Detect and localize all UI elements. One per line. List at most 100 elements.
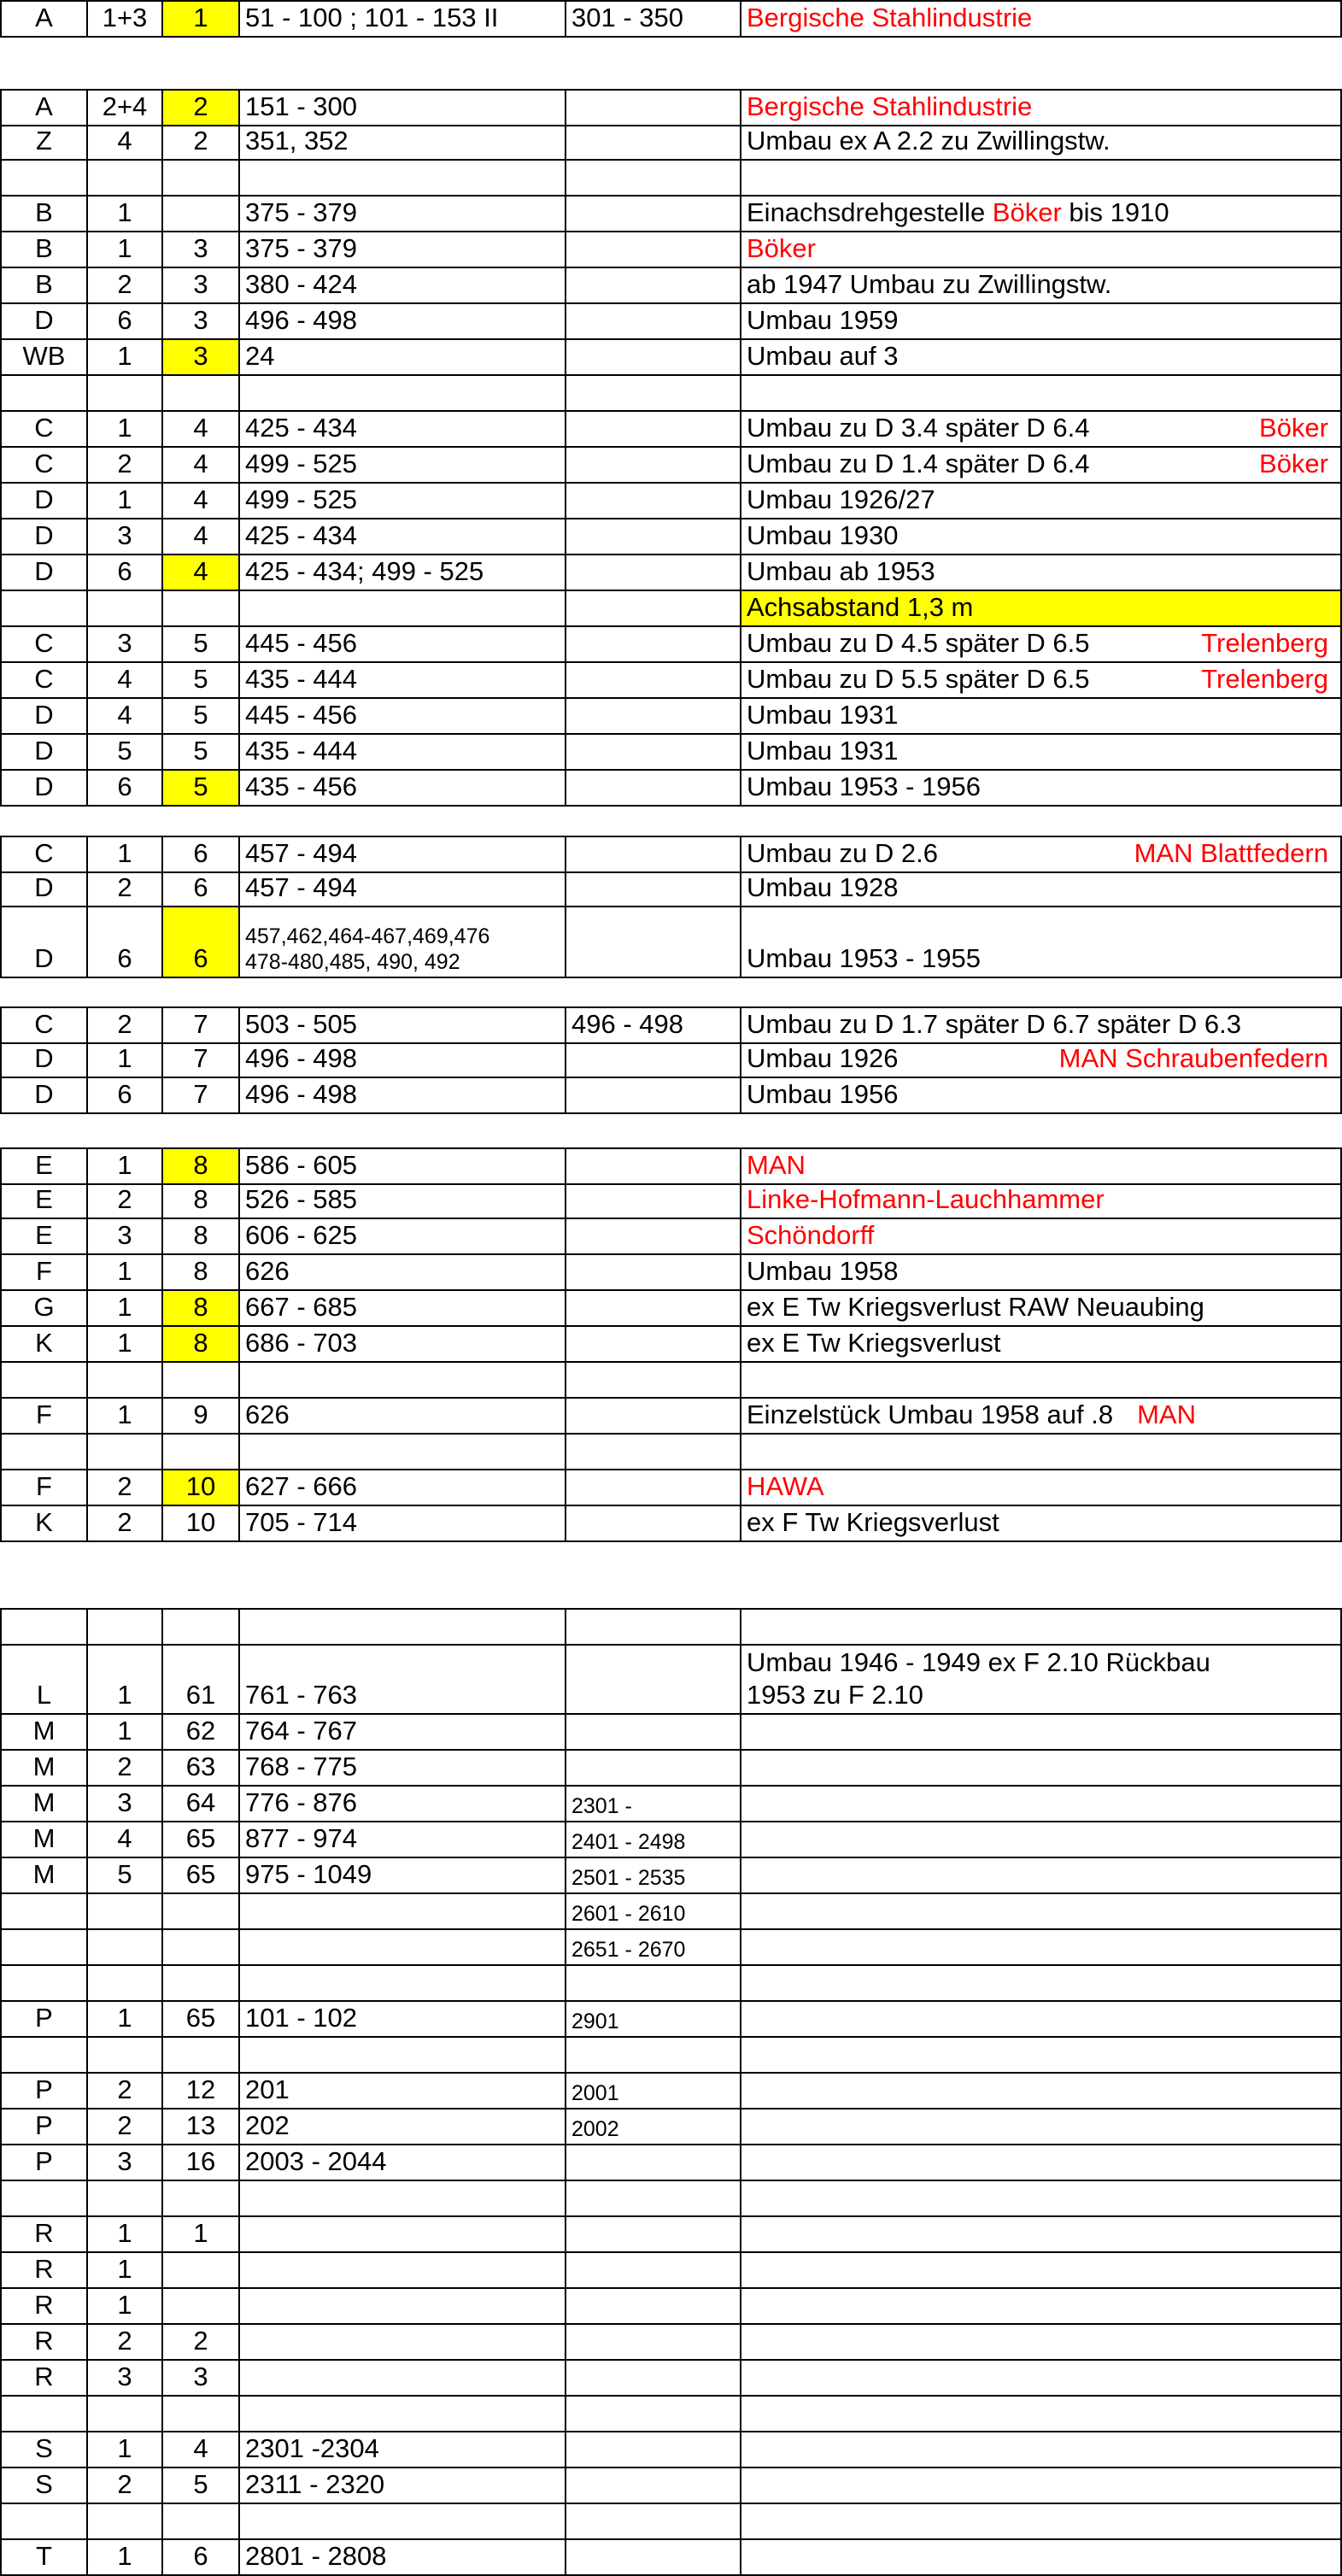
cell-numbers[interactable]: 586 - 605 <box>240 1147 566 1185</box>
cell-series[interactable]: 2 <box>88 1006 163 1044</box>
cell-series[interactable]: 2 <box>88 2325 163 2361</box>
cell-series[interactable]: 6 <box>88 1078 163 1114</box>
cell-alt-numbers[interactable] <box>566 448 741 484</box>
cell-alt-numbers[interactable] <box>566 2145 741 2181</box>
cell-numbers[interactable]: 627 - 666 <box>240 1470 566 1506</box>
cell-class[interactable]: B <box>0 232 88 268</box>
cell-series[interactable]: 1 <box>88 340 163 376</box>
cell-alt-numbers[interactable] <box>566 1715 741 1751</box>
cell-class[interactable] <box>0 1930 88 1966</box>
cell-type[interactable]: 12 <box>163 2074 240 2110</box>
cell-numbers[interactable] <box>240 161 566 197</box>
cell-numbers[interactable]: 626 <box>240 1255 566 1291</box>
cell-numbers[interactable]: 667 - 685 <box>240 1291 566 1327</box>
cell-numbers[interactable]: 686 - 703 <box>240 1327 566 1363</box>
cell-series[interactable]: 1 <box>88 1327 163 1363</box>
cell-numbers[interactable] <box>240 1966 566 2002</box>
cell-remarks[interactable] <box>741 2540 1342 2576</box>
cell-class[interactable] <box>0 161 88 197</box>
cell-type[interactable] <box>163 197 240 232</box>
cell-alt-numbers[interactable] <box>566 304 741 340</box>
cell-series[interactable] <box>88 161 163 197</box>
cell-alt-numbers[interactable]: 2002 <box>566 2110 741 2145</box>
cell-type[interactable]: 1 <box>163 0 240 38</box>
cell-class[interactable]: F <box>0 1470 88 1506</box>
cell-class[interactable]: S <box>0 2468 88 2504</box>
cell-remarks[interactable] <box>741 2325 1342 2361</box>
cell-type[interactable] <box>163 2253 240 2289</box>
cell-alt-numbers[interactable] <box>566 89 741 126</box>
cell-type[interactable] <box>163 1894 240 1930</box>
cell-type[interactable]: 10 <box>163 1506 240 1542</box>
cell-alt-numbers[interactable]: 2401 - 2498 <box>566 1822 741 1858</box>
cell-numbers[interactable] <box>240 376 566 412</box>
cell-class[interactable]: R <box>0 2253 88 2289</box>
cell-type[interactable]: 7 <box>163 1078 240 1114</box>
cell-type[interactable]: 4 <box>163 555 240 591</box>
cell-alt-numbers[interactable] <box>566 2325 741 2361</box>
cell-alt-numbers[interactable] <box>566 2253 741 2289</box>
cell-remarks[interactable] <box>741 2432 1342 2468</box>
cell-alt-numbers[interactable] <box>566 2289 741 2325</box>
cell-type[interactable] <box>163 2397 240 2432</box>
cell-type[interactable] <box>163 2504 240 2540</box>
cell-series[interactable]: 1 <box>88 2289 163 2325</box>
cell-alt-numbers[interactable] <box>566 2540 741 2576</box>
cell-type[interactable]: 8 <box>163 1183 240 1219</box>
cell-numbers[interactable]: 201 <box>240 2074 566 2110</box>
cell-alt-numbers[interactable] <box>566 197 741 232</box>
cell-alt-numbers[interactable] <box>566 1470 741 1506</box>
cell-numbers[interactable]: 457 - 494 <box>240 836 566 873</box>
cell-series[interactable]: 1 <box>88 1715 163 1751</box>
cell-series[interactable] <box>88 1363 163 1399</box>
cell-type[interactable]: 7 <box>163 1006 240 1044</box>
cell-alt-numbers[interactable] <box>566 340 741 376</box>
cell-class[interactable]: C <box>0 448 88 484</box>
cell-class[interactable] <box>0 1966 88 2002</box>
cell-alt-numbers[interactable] <box>566 1183 741 1219</box>
cell-alt-numbers[interactable]: 2301 - <box>566 1787 741 1822</box>
cell-type[interactable]: 6 <box>163 2540 240 2576</box>
cell-type[interactable]: 6 <box>163 836 240 873</box>
cell-alt-numbers[interactable]: 2901 <box>566 2002 741 2038</box>
cell-alt-numbers[interactable] <box>566 663 741 699</box>
cell-alt-numbers[interactable] <box>566 412 741 448</box>
cell-alt-numbers[interactable] <box>566 376 741 412</box>
cell-class[interactable]: WB <box>0 340 88 376</box>
cell-remarks[interactable]: Umbau 1953 - 1956 <box>741 771 1342 807</box>
cell-numbers[interactable]: 435 - 444 <box>240 663 566 699</box>
cell-class[interactable]: M <box>0 1751 88 1787</box>
cell-class[interactable]: B <box>0 268 88 304</box>
cell-numbers[interactable]: 496 - 498 <box>240 304 566 340</box>
cell-remarks[interactable] <box>741 1363 1342 1399</box>
cell-class[interactable]: D <box>0 555 88 591</box>
cell-remarks[interactable] <box>741 2361 1342 2397</box>
cell-remarks[interactable] <box>741 2074 1342 2110</box>
cell-remarks[interactable]: ab 1947 Umbau zu Zwillingstw. <box>741 268 1342 304</box>
cell-alt-numbers[interactable] <box>566 1327 741 1363</box>
cell-series[interactable] <box>88 2397 163 2432</box>
cell-type[interactable]: 7 <box>163 1042 240 1078</box>
cell-remarks[interactable]: Linke-Hofmann-Lauchhammer <box>741 1183 1342 1219</box>
cell-alt-numbers[interactable] <box>566 907 741 978</box>
cell-class[interactable]: D <box>0 304 88 340</box>
cell-class[interactable] <box>0 1363 88 1399</box>
cell-series[interactable] <box>88 2504 163 2540</box>
cell-type[interactable]: 65 <box>163 1822 240 1858</box>
cell-type[interactable]: 5 <box>163 663 240 699</box>
cell-class[interactable]: M <box>0 1822 88 1858</box>
cell-type[interactable]: 2 <box>163 2325 240 2361</box>
cell-series[interactable]: 6 <box>88 555 163 591</box>
cell-alt-numbers[interactable] <box>566 484 741 519</box>
cell-remarks[interactable]: Einachsdrehgestelle Böker bis 1910 <box>741 197 1342 232</box>
cell-class[interactable]: M <box>0 1858 88 1894</box>
cell-numbers[interactable]: 445 - 456 <box>240 699 566 735</box>
cell-class[interactable]: M <box>0 1715 88 1751</box>
cell-type[interactable] <box>163 2181 240 2217</box>
cell-series[interactable] <box>88 2038 163 2074</box>
cell-class[interactable]: A <box>0 0 88 38</box>
cell-class[interactable]: D <box>0 699 88 735</box>
cell-remarks[interactable] <box>741 1751 1342 1787</box>
